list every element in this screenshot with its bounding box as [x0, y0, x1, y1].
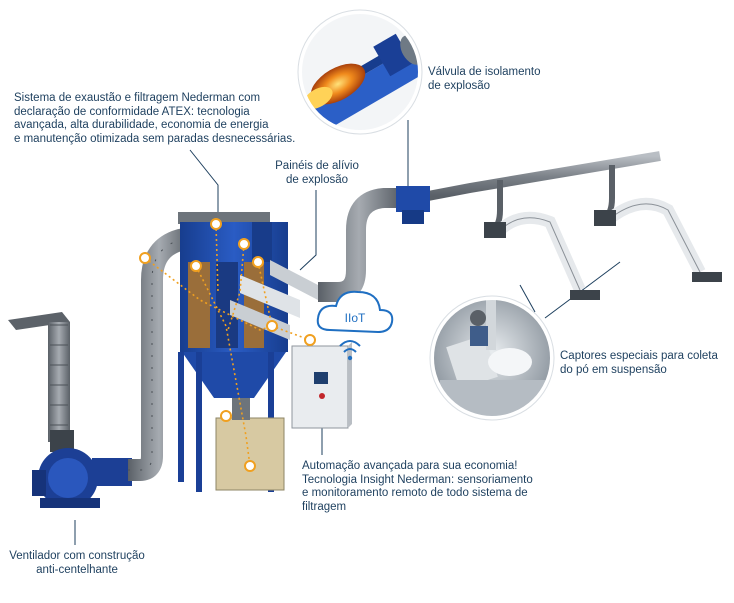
captors-line: Captores especiais para coleta [560, 350, 718, 362]
exhaust-stack [8, 312, 70, 442]
panels-line: de explosão [285, 173, 349, 186]
automation-line: Tecnologia Insight Nederman: sensoriamen… [302, 473, 533, 486]
system-description-label: Sistema de exaustão e filtragem Nederman… [14, 92, 314, 146]
system-line: avançada, alta durabilidade, economia de… [14, 119, 269, 131]
panels-line: Painéis de alívio [275, 160, 359, 172]
isolation-valve [396, 186, 430, 224]
fan-label: Ventilador com construção anti-centelhan… [2, 550, 152, 577]
iiot-badge: IIoT [345, 311, 366, 325]
captor-photo-callout [429, 295, 555, 421]
valve-detail-callout [297, 9, 423, 135]
automation-line: filtragem [302, 500, 347, 513]
system-line: declaração de conformidade ATEX: tecnolo… [14, 105, 250, 118]
automation-label: Automação avançada para sua economia! Te… [302, 460, 542, 514]
fan-line: anti-centelhante [36, 563, 118, 576]
captors-line: do pó em suspensão [560, 363, 667, 376]
system-line: Sistema de exaustão e filtragem Nederman… [14, 92, 261, 104]
control-cabinet [291, 342, 352, 429]
relief-panels-label: Painéis de alívio de explosão [262, 160, 372, 187]
valve-line: de explosão [428, 79, 491, 92]
header-duct [318, 151, 661, 302]
captors-label: Captores especiais para coleta do pó em … [560, 350, 730, 377]
filter-unit [178, 212, 318, 492]
system-line: e manutenção otimizada sem paradas desne… [14, 132, 296, 145]
fan [32, 430, 132, 508]
main-duct [128, 227, 193, 481]
automation-line: Automação avançada para sua economia! [302, 460, 518, 472]
automation-line: e monitoramento remoto de todo sistema d… [302, 487, 528, 499]
valve-label: Válvula de isolamento de explosão [428, 66, 578, 93]
iiot-cloud-icon [316, 290, 394, 361]
extraction-arms [484, 198, 722, 300]
fan-line: Ventilador com construção [9, 550, 145, 562]
valve-line: Válvula de isolamento [428, 66, 541, 78]
highlight-markers [139, 218, 316, 472]
